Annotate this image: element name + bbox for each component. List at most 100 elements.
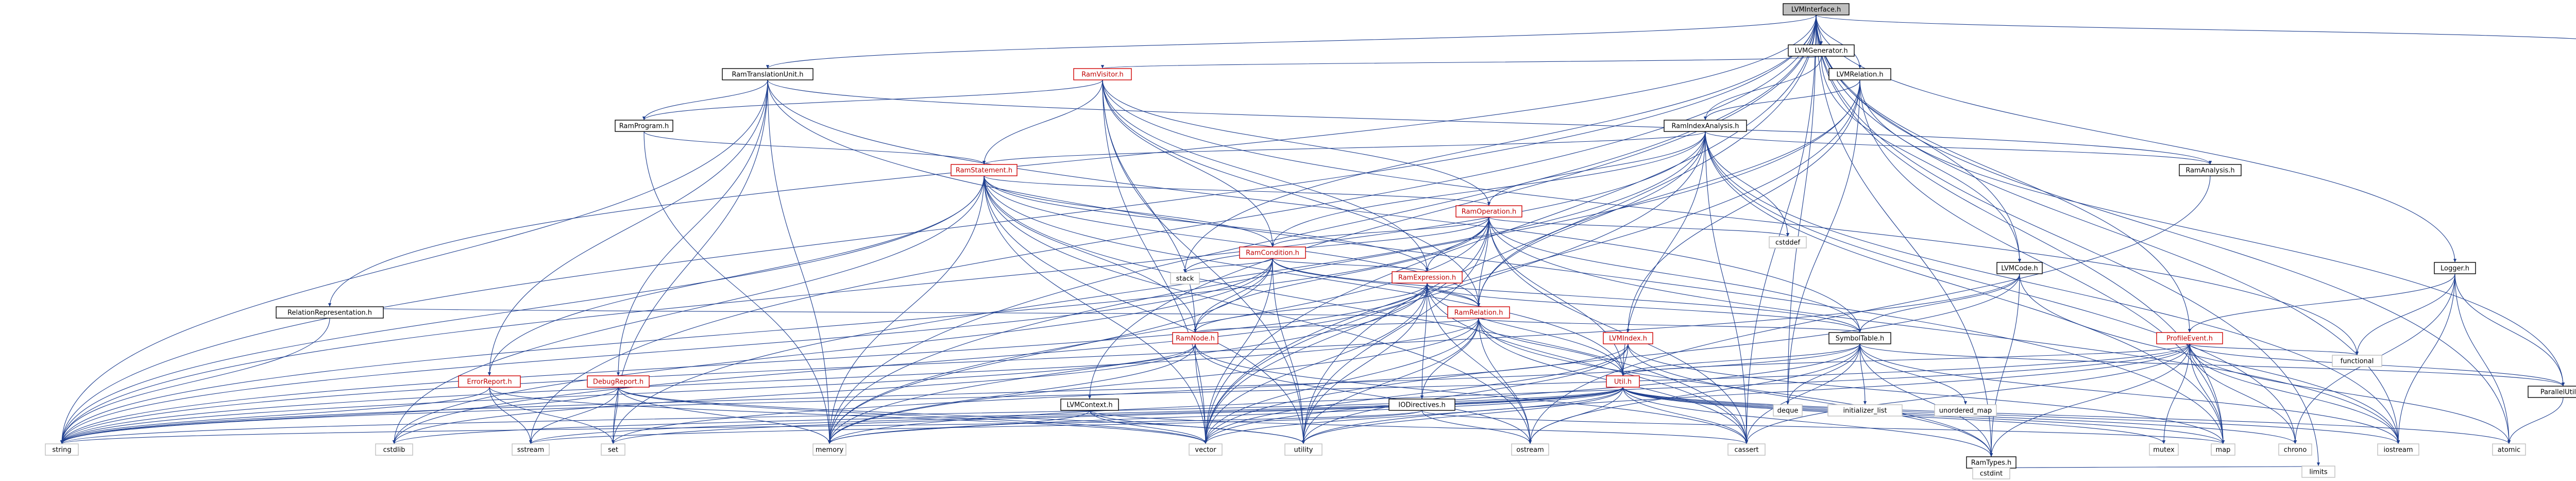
edge-ramindexanalysis-to-set <box>611 131 1706 444</box>
node-atomic[interactable]: atomic <box>2492 443 2526 456</box>
node-limits[interactable]: limits <box>2301 466 2335 478</box>
edge-profileevent-to-ramtypes <box>1989 343 2190 457</box>
node-ramprogram[interactable]: RamProgram.h <box>615 120 673 132</box>
edge-ramstatement-to-ramnode <box>984 175 1197 333</box>
node-box <box>512 443 550 456</box>
node-initializer_list[interactable]: initializer_list <box>1827 404 1903 417</box>
node-sstream[interactable]: sstream <box>512 443 550 456</box>
edge-ramoperation-to-stack <box>1183 217 1489 273</box>
edge-logger-to-parallelutils <box>2454 273 2565 387</box>
node-profileevent[interactable]: ProfileEvent.h <box>2156 332 2223 344</box>
node-label: vector <box>1195 446 1216 454</box>
node-box <box>1788 44 1855 57</box>
edge-ramoperation-to-util <box>1488 217 1625 376</box>
edge-lvmgenerator-to-lvmcode <box>1821 56 2022 263</box>
node-lvmcode[interactable]: LVMCode.h <box>1996 262 2043 274</box>
node-box <box>375 443 413 456</box>
edge-errorreport-to-string <box>60 387 490 444</box>
edge-ramcondition-to-string <box>60 258 1273 444</box>
node-cassert[interactable]: cassert <box>1727 443 1766 456</box>
node-box <box>722 68 814 80</box>
edge-ramindexanalysis-to-string <box>60 131 1706 444</box>
edge-ramtypes-to-limits <box>1991 466 2319 470</box>
node-cstdint[interactable]: cstdint <box>1972 467 2010 479</box>
edge-ramindexanalysis-to-ramrelation <box>1477 131 1706 307</box>
node-label: LVMRelation.h <box>1836 71 1883 79</box>
node-box <box>951 164 1018 176</box>
node-ramoperation[interactable]: RamOperation.h <box>1455 205 1522 218</box>
node-ramcondition[interactable]: RamCondition.h <box>1239 246 1306 259</box>
node-ramindexanalysis[interactable]: RamIndexAnalysis.h <box>1664 120 1747 132</box>
node-unordered_map[interactable]: unordered_map <box>1934 404 1997 417</box>
node-functional[interactable]: functional <box>2332 355 2382 367</box>
node-util[interactable]: Util.h <box>1606 375 1640 388</box>
node-memory[interactable]: memory <box>812 443 846 456</box>
node-label: RamProgram.h <box>619 123 669 130</box>
edge-lvmcontext-to-utility <box>1089 410 1305 444</box>
node-ramtypes[interactable]: RamTypes.h <box>1966 456 2016 469</box>
node-box <box>1170 272 1200 285</box>
node-box <box>1769 236 1807 248</box>
edge-util-to-utility <box>1301 387 1623 444</box>
node-stack[interactable]: stack <box>1170 272 1200 285</box>
edge-util-to-atomic <box>1622 387 2511 444</box>
node-label: Util.h <box>1614 378 1632 386</box>
node-lvmrelation[interactable]: LVMRelation.h <box>1828 68 1891 80</box>
edge-ramstatement-to-ramexpression <box>984 175 1429 272</box>
node-errorreport[interactable]: ErrorReport.h <box>458 375 521 388</box>
edge-profileevent-to-cassert <box>1744 343 2190 444</box>
edge-ramexpression-to-symboltable <box>1427 283 1861 333</box>
edge-lvminterface-to-logger <box>1816 14 2457 263</box>
node-box <box>1828 332 1891 344</box>
node-ostream[interactable]: ostream <box>1511 443 1549 456</box>
node-label: RamStatement.h <box>956 167 1012 175</box>
edge-ramrelation-to-vector <box>1204 318 1479 444</box>
node-ramtranslationunit[interactable]: RamTranslationUnit.h <box>722 68 814 80</box>
node-label: ProfileEvent.h <box>2166 335 2213 343</box>
node-string[interactable]: string <box>45 443 79 456</box>
node-ramrelation[interactable]: RamRelation.h <box>1447 306 1510 319</box>
node-logger[interactable]: Logger.h <box>2434 262 2476 274</box>
node-box <box>1060 399 1119 411</box>
node-chrono[interactable]: chrono <box>2278 443 2312 456</box>
node-relationrepresentation[interactable]: RelationRepresentation.h <box>276 306 384 319</box>
node-debugreport[interactable]: DebugReport.h <box>587 375 650 388</box>
node-ramstatement[interactable]: RamStatement.h <box>951 164 1018 176</box>
node-mutex[interactable]: mutex <box>2149 443 2179 456</box>
node-vector[interactable]: vector <box>1189 443 1223 456</box>
edge-ramvisitor-to-ramcondition <box>1102 79 1275 247</box>
edge-profileevent-to-iostream <box>2189 343 2400 444</box>
edge-lvmindex-to-ramtypes <box>1628 343 1993 457</box>
node-ramanalysis[interactable]: RamAnalysis.h <box>2179 164 2242 176</box>
node-cstdlib[interactable]: cstdlib <box>375 443 413 456</box>
edge-symboltable-to-vector <box>1204 343 1860 444</box>
node-ramnode[interactable]: RamNode.h <box>1172 332 1218 344</box>
node-lvminterface[interactable]: LVMInterface.h <box>1783 3 1850 15</box>
node-lvmcontext[interactable]: LVMContext.h <box>1060 399 1119 411</box>
edge-ramvisitor-to-ramexpression <box>1102 79 1429 272</box>
node-lvmindex[interactable]: LVMIndex.h <box>1603 332 1653 344</box>
edge-symboltable-to-initializer_list <box>1859 343 1867 405</box>
node-utility[interactable]: utility <box>1284 443 1323 456</box>
node-iodirectives[interactable]: IODirectives.h <box>1388 399 1455 411</box>
node-map[interactable]: map <box>2211 443 2235 456</box>
edge-ramindexanalysis-to-iostream <box>1705 131 2400 444</box>
node-box <box>1664 120 1747 132</box>
edge-ramtranslationunit-to-symboltable <box>767 79 1862 333</box>
node-iostream[interactable]: iostream <box>2377 443 2419 456</box>
edge-profileevent-to-memory <box>828 343 2190 444</box>
node-deque[interactable]: deque <box>1773 404 1803 417</box>
node-label: stack <box>1176 275 1194 283</box>
edge-lvmrelation-to-parallelutils <box>1859 79 2565 387</box>
node-cstddef[interactable]: cstddef <box>1769 236 1807 248</box>
node-lvmgenerator[interactable]: LVMGenerator.h <box>1788 44 1855 57</box>
edge-symboltable-to-ostream <box>1528 343 1860 444</box>
edge-iodirectives-to-string <box>60 410 1422 444</box>
node-box <box>1934 404 1997 417</box>
node-ramexpression[interactable]: RamExpression.h <box>1392 271 1463 284</box>
node-set[interactable]: set <box>601 443 625 456</box>
node-label: atomic <box>2498 446 2520 454</box>
node-symboltable[interactable]: SymbolTable.h <box>1828 332 1891 344</box>
node-ramvisitor[interactable]: RamVisitor.h <box>1073 68 1132 80</box>
